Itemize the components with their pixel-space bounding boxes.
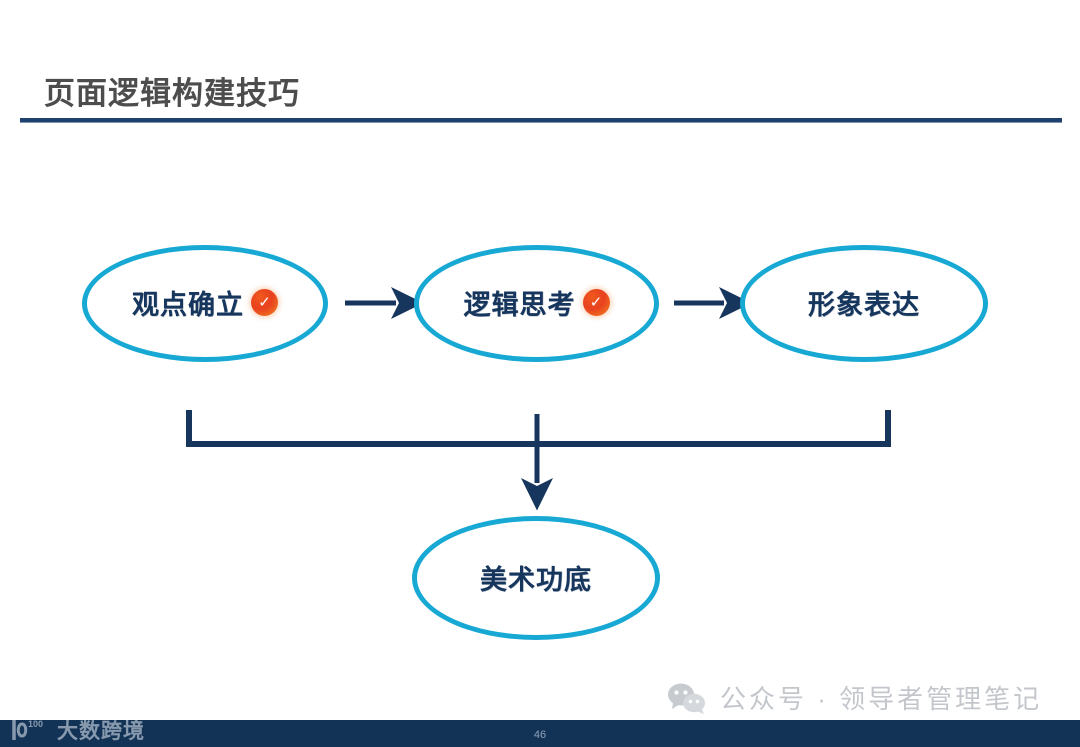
footer-text: 公众号 · 领导者管理笔记 (720, 684, 1043, 714)
node-content: 形象表达 (808, 283, 920, 322)
title-divider (20, 118, 1062, 122)
100-logo-icon: 100 (12, 719, 43, 740)
node-label: 形象表达 (808, 290, 920, 320)
flow-node-xing-xiang-biao-da[interactable]: 形象表达 (740, 245, 988, 362)
flow-node-mei-shu-gong-di[interactable]: 美术功底 (412, 516, 660, 640)
bottom-bar (0, 720, 1080, 747)
flow-node-luo-ji-si-kao[interactable]: 逻辑思考 ✓ (414, 245, 659, 362)
check-badge-icon: ✓ (582, 289, 610, 316)
node-label: 美术功底 (480, 564, 592, 595)
node-content: 美术功底 (480, 558, 592, 597)
check-glyph: ✓ (589, 293, 603, 311)
page-title: 页面逻辑构建技巧 (44, 76, 300, 111)
bracket-connector (186, 410, 891, 511)
node-label: 逻辑思考 (463, 290, 576, 320)
title-divider-accent (20, 122, 1062, 123)
watermark-text: 大数跨境 (57, 720, 145, 743)
page-number: 46 (533, 729, 547, 741)
check-glyph: ✓ (258, 293, 271, 311)
footer-branding: 公众号 · 领导者管理笔记 (666, 679, 1042, 716)
watermark: 100 大数跨境 (8, 715, 145, 745)
check-badge-icon: ✓ (251, 289, 278, 316)
node-content: 逻辑思考 ✓ (464, 283, 610, 322)
node-label: 观点确立 (132, 290, 244, 320)
node-content: 观点确立 ✓ (132, 283, 278, 322)
wechat-icon (668, 683, 705, 714)
flow-node-guan-dian-que-li[interactable]: 观点确立 ✓ (82, 245, 328, 362)
svg-text:100: 100 (28, 719, 43, 729)
